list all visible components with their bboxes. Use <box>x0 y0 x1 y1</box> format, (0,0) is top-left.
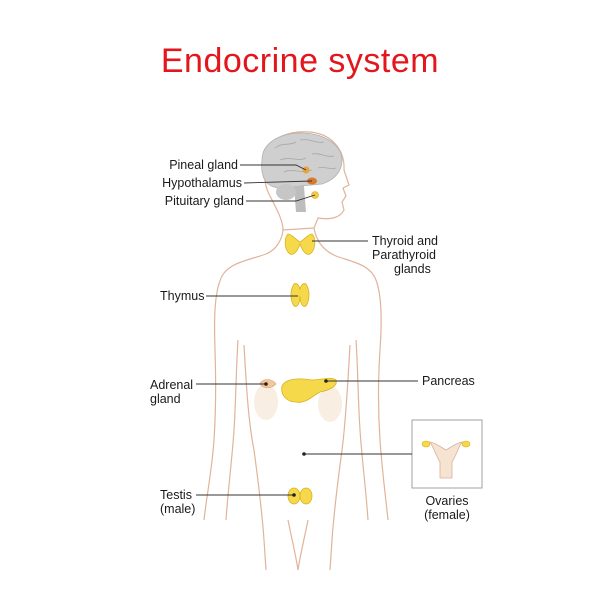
thymus-icon <box>290 283 310 307</box>
inner-arm-right <box>355 339 369 521</box>
kidney-right-icon <box>318 386 342 422</box>
waist-left <box>243 344 265 541</box>
label-testis-line1: Testis <box>160 488 192 502</box>
label-pineal-gland: Pineal gland <box>169 158 238 172</box>
thyroid-gland-icon <box>284 233 316 255</box>
waist-right <box>331 344 351 541</box>
torso-outline-right <box>313 227 389 521</box>
leader-pineal <box>240 164 307 171</box>
leg-right <box>329 539 333 571</box>
pancreas-icon <box>281 377 337 403</box>
cerebellum <box>276 184 296 200</box>
adrenal-gland-icon <box>259 379 277 389</box>
leader-pituitary <box>246 194 316 202</box>
ovary-right-icon <box>461 440 471 448</box>
label-hypothalamus: Hypothalamus <box>162 176 242 190</box>
label-ovaries-line1: Ovaries <box>425 494 469 508</box>
label-pancreas: Pancreas <box>422 374 475 388</box>
testis-icon <box>287 487 313 505</box>
head-outline <box>263 131 350 231</box>
label-thymus: Thymus <box>160 289 205 303</box>
uterus-icon <box>429 441 463 479</box>
kidney-left-icon <box>254 384 278 420</box>
brainstem <box>294 186 306 212</box>
inner-arm-left <box>225 339 239 521</box>
label-ovaries-line2: (female) <box>424 508 470 522</box>
torso-outline <box>203 229 284 521</box>
label-thyroid-line2: Parathyroid <box>372 248 436 262</box>
label-adrenal-line2: gland <box>150 392 181 406</box>
leader-lines <box>196 164 418 496</box>
brain-shape <box>261 132 343 190</box>
label-thyroid-line1: Thyroid and <box>372 234 439 248</box>
ovaries-inset <box>411 419 483 489</box>
groin <box>287 519 309 571</box>
brain-folds <box>274 139 337 173</box>
ovary-left-icon <box>421 440 431 448</box>
body-outline <box>203 131 389 571</box>
label-thyroid-line3: glands <box>394 262 431 276</box>
label-adrenal-line1: Adrenal <box>150 378 194 392</box>
page-title: Endocrine system <box>160 42 440 80</box>
leg-left <box>263 539 267 571</box>
label-testis-line2: (male) <box>160 502 196 516</box>
label-pituitary-gland: Pituitary gland <box>164 194 244 208</box>
leader-hypothalamus <box>243 180 313 184</box>
leader-dots <box>264 379 328 497</box>
